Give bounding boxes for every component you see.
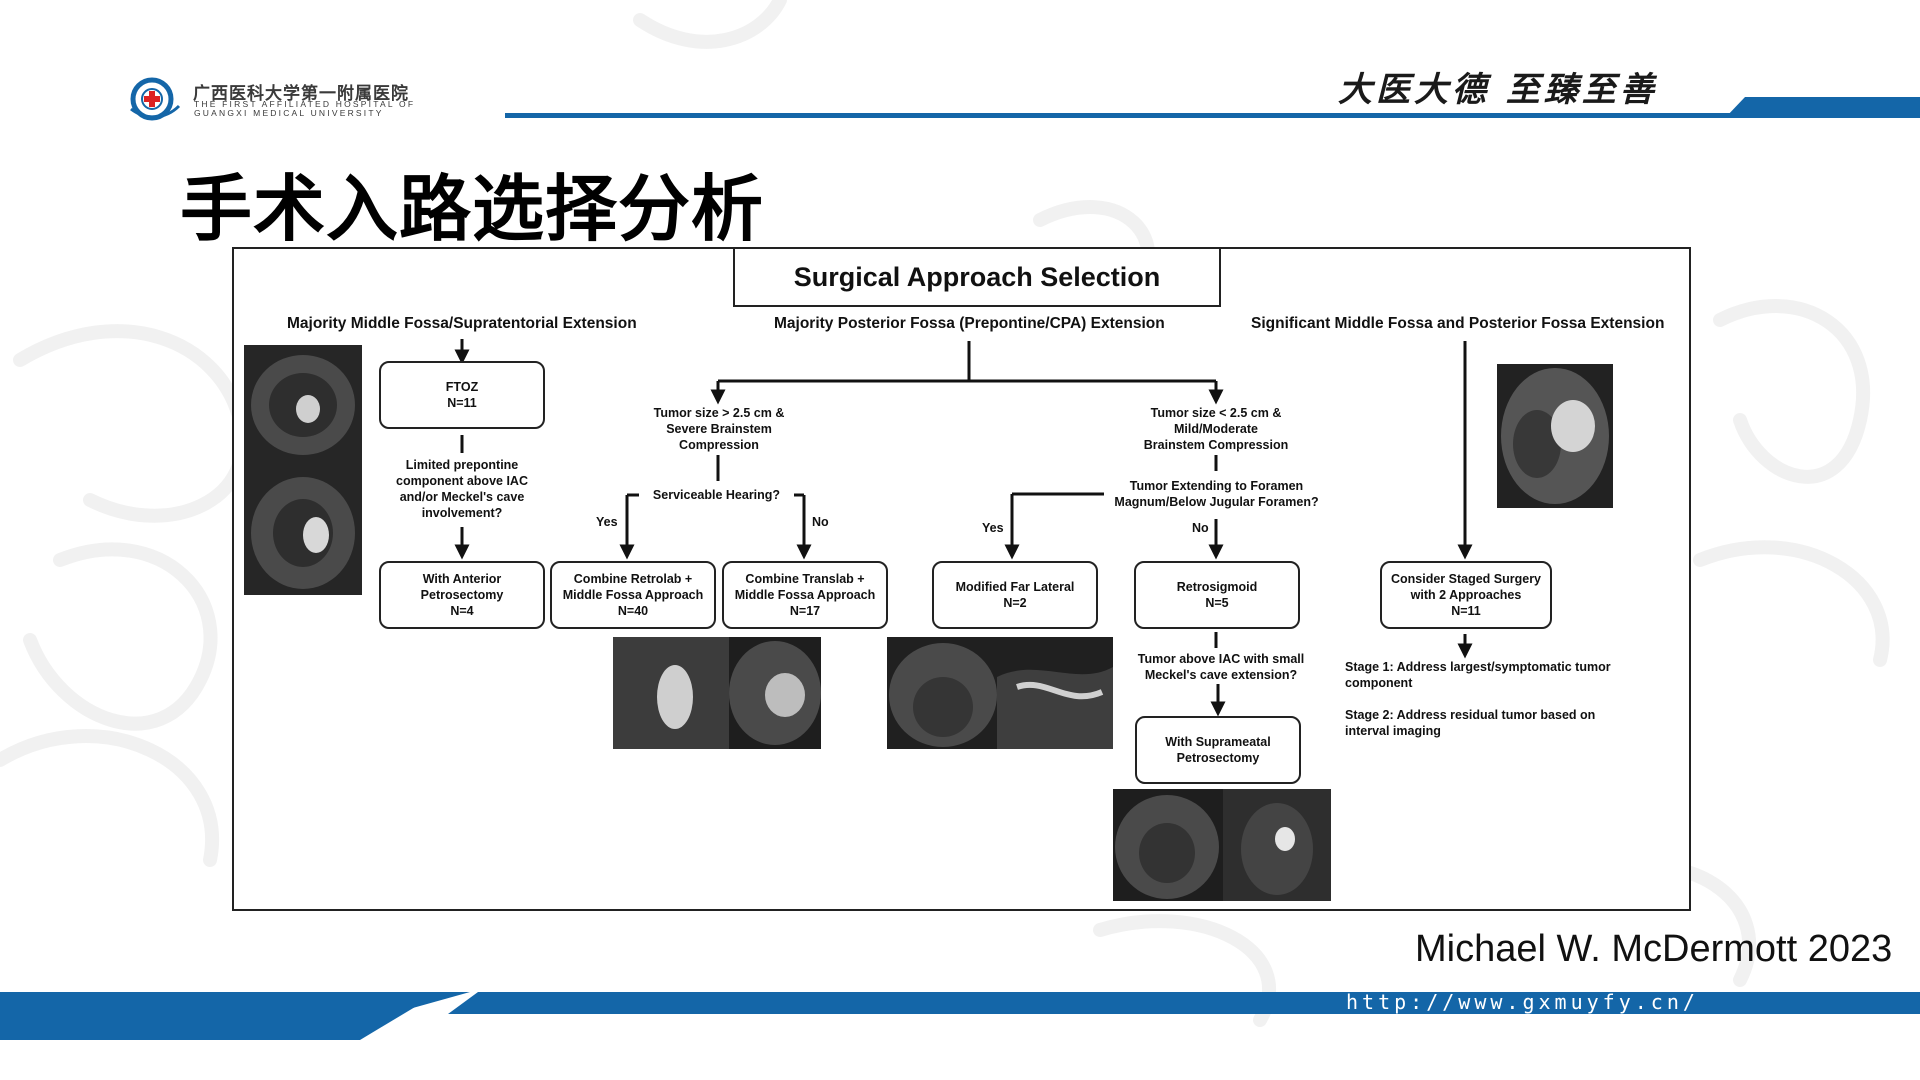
column-header-right: Significant Middle Fossa and Posterior F… — [1251, 315, 1665, 332]
mri-scan-icon — [244, 345, 362, 595]
column-header-left: Majority Middle Fossa/Supratentorial Ext… — [287, 315, 637, 332]
flowchart-title: Surgical Approach Selection — [733, 247, 1221, 307]
foramen-no-label: No — [1192, 521, 1209, 535]
mri-scan-icon — [1497, 364, 1613, 508]
suprameatal-box: With Suprameatal Petrosectomy — [1135, 716, 1301, 784]
mri-image-far-lateral — [887, 637, 1113, 749]
mri-image-left — [244, 345, 362, 595]
translab-box: Combine Translab + Middle Fossa Approach… — [722, 561, 888, 629]
retrolab-box: Combine Retrolab + Middle Fossa Approach… — [550, 561, 716, 629]
tumor-large-criteria: Tumor size > 2.5 cm & Severe Brainstem C… — [653, 406, 785, 452]
hospital-motto: 大医大德 至臻至善 — [1338, 70, 1658, 110]
foramen-yes-label: Yes — [982, 521, 1004, 535]
mri-scan-icon — [613, 637, 821, 749]
mri-image-suprameatal — [1113, 789, 1331, 901]
citation-author: Michael W. McDermott 2023 — [1415, 928, 1893, 970]
mri-image-retrolab — [613, 637, 821, 749]
hearing-no-label: No — [812, 515, 829, 529]
staged-surgery-box: Consider Staged Surgery with 2 Approache… — [1380, 561, 1552, 629]
stage-1-text: Stage 1: Address largest/symptomatic tum… — [1345, 660, 1611, 690]
hospital-name-en-line2: GUANGXI MEDICAL UNIVERSITY — [194, 108, 384, 118]
slide-title: 手术入路选择分析 — [180, 167, 765, 251]
hospital-emblem-icon — [130, 77, 181, 121]
tumor-small-criteria: Tumor size < 2.5 cm & Mild/Moderate Brai… — [1143, 406, 1289, 452]
serviceable-hearing-question: Serviceable Hearing? — [652, 488, 781, 502]
hospital-name-en-line1: THE FIRST AFFILIATED HOSPITAL OF — [194, 99, 416, 109]
hospital-logo — [125, 76, 183, 122]
above-iac-question: Tumor above IAC with small Meckel's cave… — [1137, 652, 1305, 682]
hospital-url: http://www.gxmuyfy.cn/ — [1346, 990, 1699, 1014]
footer-stripe — [0, 992, 1920, 1040]
limited-prepontine-question: Limited prepontine component above IAC a… — [396, 458, 528, 520]
foramen-question: Tumor Extending to Foramen Magnum/Below … — [1114, 479, 1319, 509]
mri-image-right-top — [1497, 364, 1613, 508]
retrosigmoid-box: Retrosigmoid N=5 — [1134, 561, 1300, 629]
mri-scan-icon — [1113, 789, 1331, 901]
flowchart: Surgical Approach Selection Majority Mid… — [232, 247, 1691, 911]
hearing-yes-label: Yes — [596, 515, 618, 529]
ftoz-box: FTOZ N=11 — [379, 361, 545, 429]
flowchart-connectors — [454, 339, 1473, 717]
anterior-petrosectomy-box: With Anterior Petrosectomy N=4 — [379, 561, 545, 629]
stage-2-text: Stage 2: Address residual tumor based on… — [1345, 708, 1596, 738]
header-stripe — [505, 97, 1920, 118]
far-lateral-box: Modified Far Lateral N=2 — [932, 561, 1098, 629]
hospital-name-cn: 广西医科大学第一附属医院 — [193, 84, 409, 104]
mri-scan-icon — [887, 637, 1113, 749]
column-header-middle: Majority Posterior Fossa (Prepontine/CPA… — [774, 315, 1165, 332]
